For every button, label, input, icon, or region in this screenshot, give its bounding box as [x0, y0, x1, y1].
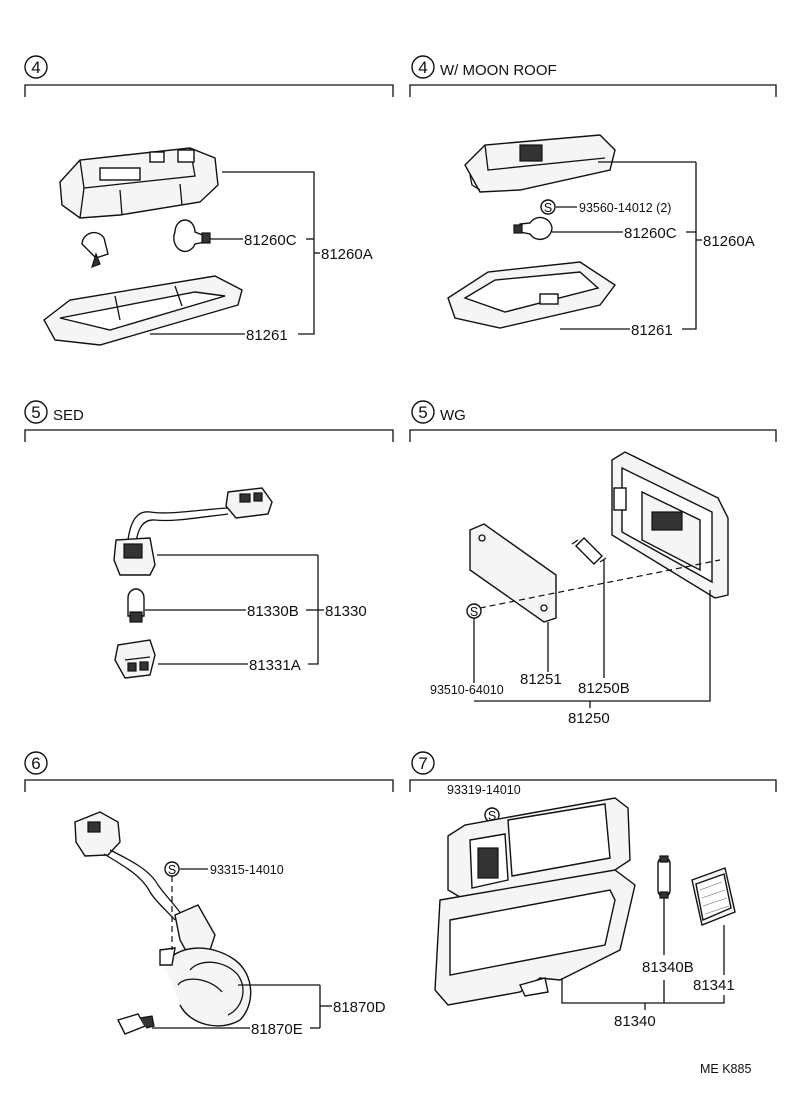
part-label-81870d: 81870D — [333, 999, 386, 1016]
part-label-81260a: 81260A — [703, 233, 755, 250]
svg-text:S: S — [470, 605, 478, 619]
svg-text:S: S — [168, 863, 176, 877]
part-label-81260a: 81260A — [321, 246, 373, 263]
section-bracket — [24, 429, 394, 442]
assembly-bracket — [561, 978, 725, 1004]
section-number: 7 — [418, 754, 427, 773]
section-bracket — [24, 779, 394, 792]
section-number-circle — [24, 751, 48, 775]
part-label-81260c: 81260C — [244, 232, 297, 249]
wedge-bulb-drawing — [127, 588, 145, 623]
section-4-standard: 4 81260C 81261 — [24, 55, 394, 346]
bulb-81260c-drawing — [513, 216, 553, 241]
part-label-81330: 81330 — [325, 603, 367, 620]
screw-symbol: S — [164, 861, 180, 877]
part-label-93560-14012: 93560-14012 (2) — [579, 201, 671, 215]
moon-roof-housing-drawing — [464, 134, 616, 193]
festoon-bulb-drawing — [571, 537, 607, 565]
assembly-bracket — [474, 590, 711, 702]
screw-symbol: S — [466, 603, 482, 619]
part-label-93315-14010: 93315-14010 — [210, 863, 284, 877]
section-number-circle — [411, 400, 435, 424]
svg-text:S: S — [488, 809, 496, 823]
section-number-circle — [411, 751, 435, 775]
footer-code: ME K885 — [700, 1062, 751, 1076]
section-number: 5 — [31, 403, 40, 422]
vanity-lens-drawing — [691, 867, 736, 926]
bulb-cap-drawing — [114, 639, 156, 679]
section-number: 4 — [31, 58, 40, 77]
svg-text:S: S — [544, 201, 552, 215]
part-label-81261: 81261 — [246, 327, 288, 344]
part-label-81250b: 81250B — [578, 680, 630, 697]
section-number: 6 — [31, 754, 40, 773]
section-title: W/ MOON ROOF — [440, 62, 557, 79]
section-number-circle — [24, 400, 48, 424]
part-label-81340: 81340 — [614, 1013, 656, 1030]
section-title: WG — [440, 407, 466, 424]
screw-symbol: S — [540, 199, 556, 215]
section-bracket — [409, 84, 777, 97]
vanity-mirror-light-drawing — [434, 797, 636, 1006]
assembly-bracket — [222, 171, 315, 335]
part-label-81260c: 81260C — [624, 225, 677, 242]
section-bracket — [24, 84, 394, 97]
assembly-bracket — [308, 555, 319, 665]
section-bracket — [409, 429, 777, 442]
dome-light-housing-drawing — [59, 147, 219, 219]
part-label-81261: 81261 — [631, 322, 673, 339]
section-number: 4 — [418, 58, 427, 77]
cargo-light-housing-drawing — [611, 451, 729, 599]
part-label-81331a: 81331A — [249, 657, 301, 674]
section-5-wagon: 5 WG S 93510-64010 81251 81250 — [409, 400, 777, 727]
festoon-bulb-drawing — [657, 855, 671, 899]
part-label-81341: 81341 — [693, 977, 735, 994]
section-5-sedan: 5 SED 81330B 81331A 8133 — [24, 400, 394, 679]
bulb-81260c-drawing — [173, 219, 211, 253]
part-label-93510-64010: 93510-64010 — [430, 683, 504, 697]
section-number-circle — [411, 55, 435, 79]
lens-drawing — [43, 275, 243, 346]
part-label-81340b: 81340B — [642, 959, 694, 976]
alignment-dashed-line — [469, 559, 721, 611]
connector-harness-drawing — [113, 487, 273, 576]
section-4-moon-roof: 4 W/ MOON ROOF S 93560-14012 (2) 81260C — [409, 55, 777, 339]
section-7: 7 93319-14010 S 81340B — [409, 751, 777, 1030]
part-label-81251: 81251 — [520, 671, 562, 688]
part-label-81330b: 81330B — [247, 603, 299, 620]
part-label-81250: 81250 — [568, 710, 610, 727]
part-label-81870e: 81870E — [251, 1021, 303, 1038]
wedge-bulb-drawing — [117, 1013, 155, 1035]
spare-bulb-drawing — [81, 231, 109, 268]
section-6: 6 S 93315-14010 81870D 81870E — [24, 751, 394, 1038]
key-cylinder-light-drawing — [74, 811, 252, 1027]
part-label-93319-14010: 93319-14010 — [447, 783, 521, 797]
section-bracket — [409, 779, 777, 792]
assembly-bracket — [682, 162, 697, 330]
moon-roof-lens-drawing — [447, 261, 617, 329]
section-number: 5 — [418, 403, 427, 422]
section-number-circle — [24, 55, 48, 79]
section-title: SED — [53, 407, 84, 424]
